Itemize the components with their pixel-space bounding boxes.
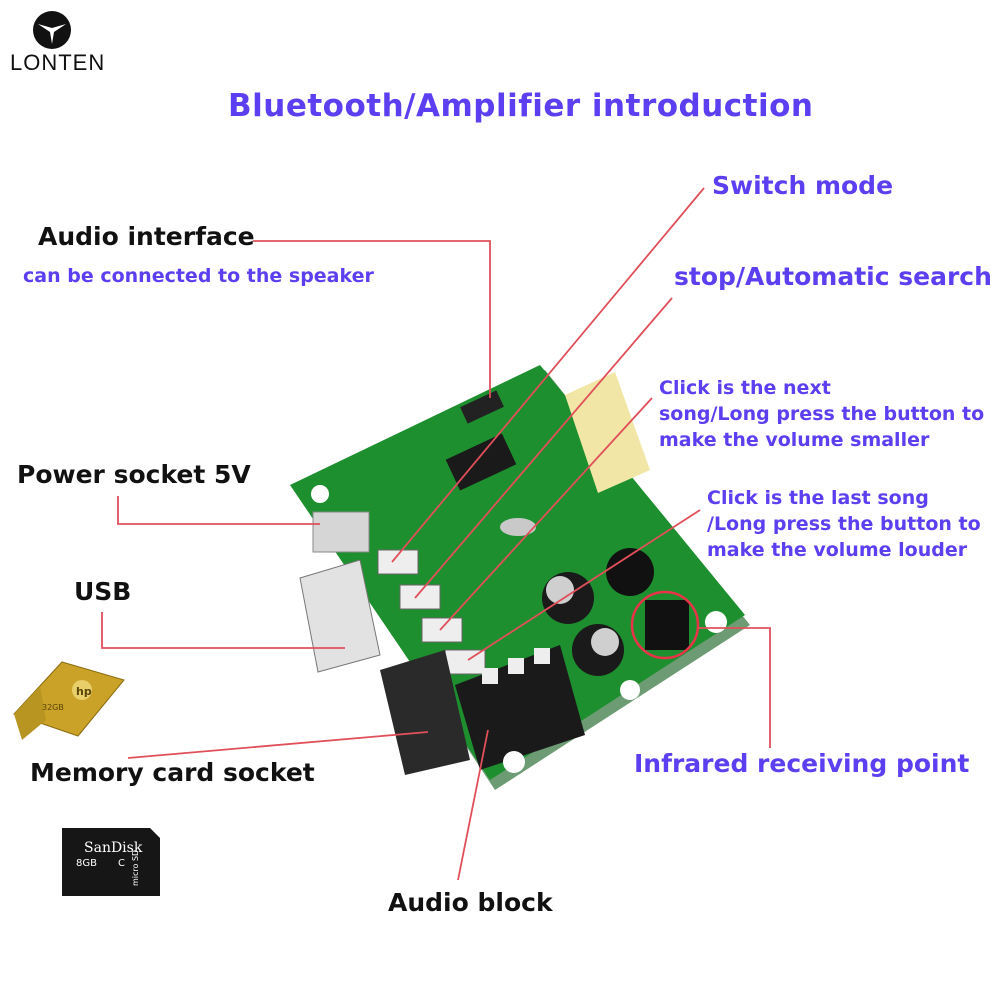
- audio-pad-1: [482, 668, 498, 684]
- label-next-song: Click is the next song/Long press the bu…: [659, 375, 984, 453]
- memory-card-socket: [380, 650, 470, 775]
- brand-logo: [32, 10, 72, 50]
- sd-card-class: C: [118, 858, 125, 869]
- usb-drive-connector: [14, 686, 46, 740]
- sd-card-body: [62, 828, 160, 896]
- speaker-connector: [565, 372, 650, 493]
- label-usb: USB: [74, 577, 132, 606]
- crystal: [500, 518, 536, 536]
- page-title: Bluetooth/Amplifier introduction: [228, 88, 814, 124]
- leader-next-song: [439, 397, 653, 631]
- mount-hole-2: [503, 751, 525, 773]
- label-next-song-line2: song/Long press the button to: [659, 403, 985, 425]
- leader-switch-mode: [391, 187, 705, 563]
- button-next: [421, 617, 463, 643]
- label-last-song-line3: make the volume louder: [707, 539, 968, 561]
- leader-last-song: [467, 509, 701, 661]
- leader-memory-card: [127, 731, 429, 759]
- leader-infrared: [698, 627, 771, 748]
- usb-port: [299, 559, 381, 673]
- power-socket: [312, 511, 370, 553]
- leader-power-socket: [117, 496, 320, 525]
- label-stop-search: stop/Automatic search: [674, 262, 992, 291]
- label-next-song-line3: make the volume smaller: [659, 429, 930, 451]
- ir-highlight: [630, 590, 700, 660]
- label-audio-interface-sub: can be connected to the speaker: [23, 265, 374, 287]
- pcb-board: [290, 365, 745, 780]
- audio-pad-2: [508, 658, 524, 674]
- usb-drive-illustration: hp 32GB: [13, 661, 125, 740]
- usb-drive-brand: hp: [76, 685, 92, 698]
- audio-pad-3: [534, 648, 550, 664]
- label-last-song: Click is the last song /Long press the b…: [707, 485, 981, 563]
- label-power-socket: Power socket 5V: [17, 460, 251, 489]
- label-memory-card: Memory card socket: [30, 758, 315, 787]
- label-next-song-line1: Click is the next: [659, 377, 831, 399]
- audio-interface-jumper: [460, 390, 504, 424]
- label-switch-mode: Switch mode: [712, 171, 894, 200]
- leader-audio-block: [457, 729, 489, 881]
- leader-stop-search: [414, 297, 673, 599]
- label-last-song-line1: Click is the last song: [707, 487, 929, 509]
- lonten-logo-icon: [33, 11, 71, 49]
- sd-card-brand: SanDisk: [84, 840, 143, 856]
- sd-card-illustration: SanDisk 8GB C micro SD: [62, 828, 160, 896]
- capacitor-2-top: [591, 628, 619, 656]
- brand-name: LONTEN: [10, 50, 106, 75]
- label-infrared: Infrared receiving point: [634, 749, 970, 778]
- usb-drive-capacity: 32GB: [42, 703, 64, 712]
- mount-hole-1: [311, 485, 329, 503]
- leader-usb: [101, 612, 345, 649]
- button-stop-search: [399, 584, 441, 610]
- mount-hole-4: [620, 680, 640, 700]
- label-audio-block: Audio block: [388, 888, 553, 917]
- ir-receiver: [645, 600, 689, 650]
- sd-card-type: micro SD: [131, 850, 140, 886]
- label-last-song-line2: /Long press the button to: [707, 513, 981, 535]
- leader-audio-interface: [253, 240, 491, 398]
- mount-hole-3: [705, 611, 727, 633]
- usb-drive-logo: [72, 680, 92, 700]
- label-audio-interface: Audio interface: [38, 222, 255, 251]
- microphone: [606, 548, 654, 596]
- sd-card-capacity: 8GB: [76, 858, 97, 869]
- leader-lines: [101, 187, 771, 881]
